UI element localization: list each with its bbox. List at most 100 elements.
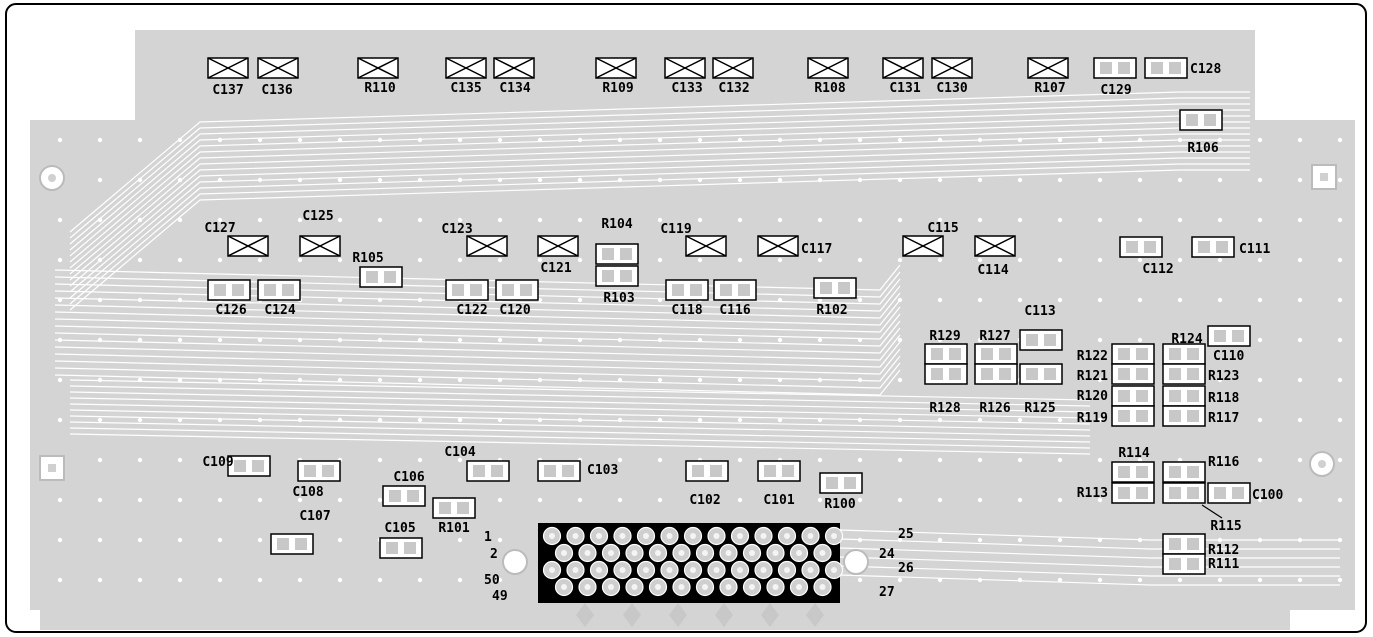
pad-2 [1044, 368, 1056, 380]
via [1097, 457, 1103, 463]
via [177, 337, 183, 343]
via [177, 457, 183, 463]
connector-pin-hole [772, 584, 779, 590]
via [1097, 537, 1103, 543]
pad-2 [1118, 62, 1130, 74]
ref-label: R122 [1077, 349, 1108, 364]
trace [69, 163, 1250, 305]
via [457, 337, 463, 343]
via [97, 337, 103, 343]
pad-1 [1118, 348, 1130, 360]
component-c131: C131 [882, 57, 924, 96]
via [337, 497, 343, 503]
pad-2 [1187, 487, 1199, 499]
via [457, 457, 463, 463]
ref-label: R129 [929, 329, 960, 344]
ref-label: R110 [364, 81, 395, 96]
via [1137, 337, 1143, 343]
component-c127: C127 [204, 221, 269, 257]
ref-label: R100 [824, 497, 855, 512]
via [657, 217, 663, 223]
ref-label: C119 [660, 222, 691, 237]
via [857, 537, 863, 543]
component-c115: C115 [902, 221, 959, 257]
via [1137, 257, 1143, 263]
via [1257, 577, 1263, 583]
via [1017, 217, 1023, 223]
pad-2 [738, 284, 750, 296]
pad-1 [602, 248, 614, 260]
via [177, 217, 183, 223]
via [417, 177, 423, 183]
pad-2 [1136, 348, 1148, 360]
package-cross [445, 57, 487, 79]
via [817, 417, 823, 423]
trace [54, 292, 901, 319]
via [857, 377, 863, 383]
component-r110: R110 [357, 57, 399, 96]
via [1137, 537, 1143, 543]
pad-2 [470, 284, 482, 296]
trace [54, 327, 901, 354]
via [857, 417, 863, 423]
ref-label: R115 [1210, 519, 1241, 534]
via [1057, 217, 1063, 223]
component-c133: C133 [664, 57, 706, 96]
component-c137: C137 [207, 57, 249, 98]
pad-2 [1169, 62, 1181, 74]
via [857, 177, 863, 183]
trace [54, 355, 901, 382]
via [697, 417, 703, 423]
via [457, 217, 463, 223]
via [697, 177, 703, 183]
via [57, 337, 63, 343]
via [377, 497, 383, 503]
via [1177, 577, 1183, 583]
component-r115: R115 [1162, 482, 1242, 534]
via [777, 217, 783, 223]
via [1217, 177, 1223, 183]
via [777, 377, 783, 383]
via [937, 177, 943, 183]
pad-2 [491, 465, 503, 477]
package-cross [882, 57, 924, 79]
via [1057, 137, 1063, 143]
ref-label: C134 [499, 81, 530, 96]
component-c125: C125 [299, 209, 341, 257]
via [97, 177, 103, 183]
via [217, 577, 223, 583]
trace [69, 397, 1091, 419]
ref-label: R102 [816, 303, 847, 318]
component-c104: C104 [444, 445, 510, 482]
ref-label: C131 [889, 81, 920, 96]
via [577, 177, 583, 183]
ref-label: C106 [393, 470, 424, 485]
via [857, 297, 863, 303]
via [457, 417, 463, 423]
via [1057, 417, 1063, 423]
via [1057, 537, 1063, 543]
component-c126: C126 [207, 279, 251, 318]
pad-2 [384, 271, 396, 283]
via [1297, 497, 1303, 503]
ref-label: C115 [927, 221, 958, 236]
via [217, 177, 223, 183]
pad-2 [1187, 368, 1199, 380]
trace [54, 320, 901, 347]
ref-label: C137 [212, 83, 243, 98]
via [377, 137, 383, 143]
pad-2 [1216, 241, 1228, 253]
via [497, 217, 503, 223]
pad-2 [1136, 368, 1148, 380]
ref-label: R116 [1208, 455, 1239, 470]
via [697, 217, 703, 223]
trace [839, 574, 1340, 586]
component-c129: C129 [1093, 57, 1137, 98]
component-c101: C101 [757, 460, 801, 508]
via [1057, 297, 1063, 303]
ref-label: R114 [1118, 446, 1149, 461]
connector-pin-hole [784, 533, 790, 539]
via [1217, 457, 1223, 463]
ref-label: R101 [438, 521, 469, 536]
pin-label: 50 [484, 573, 500, 588]
